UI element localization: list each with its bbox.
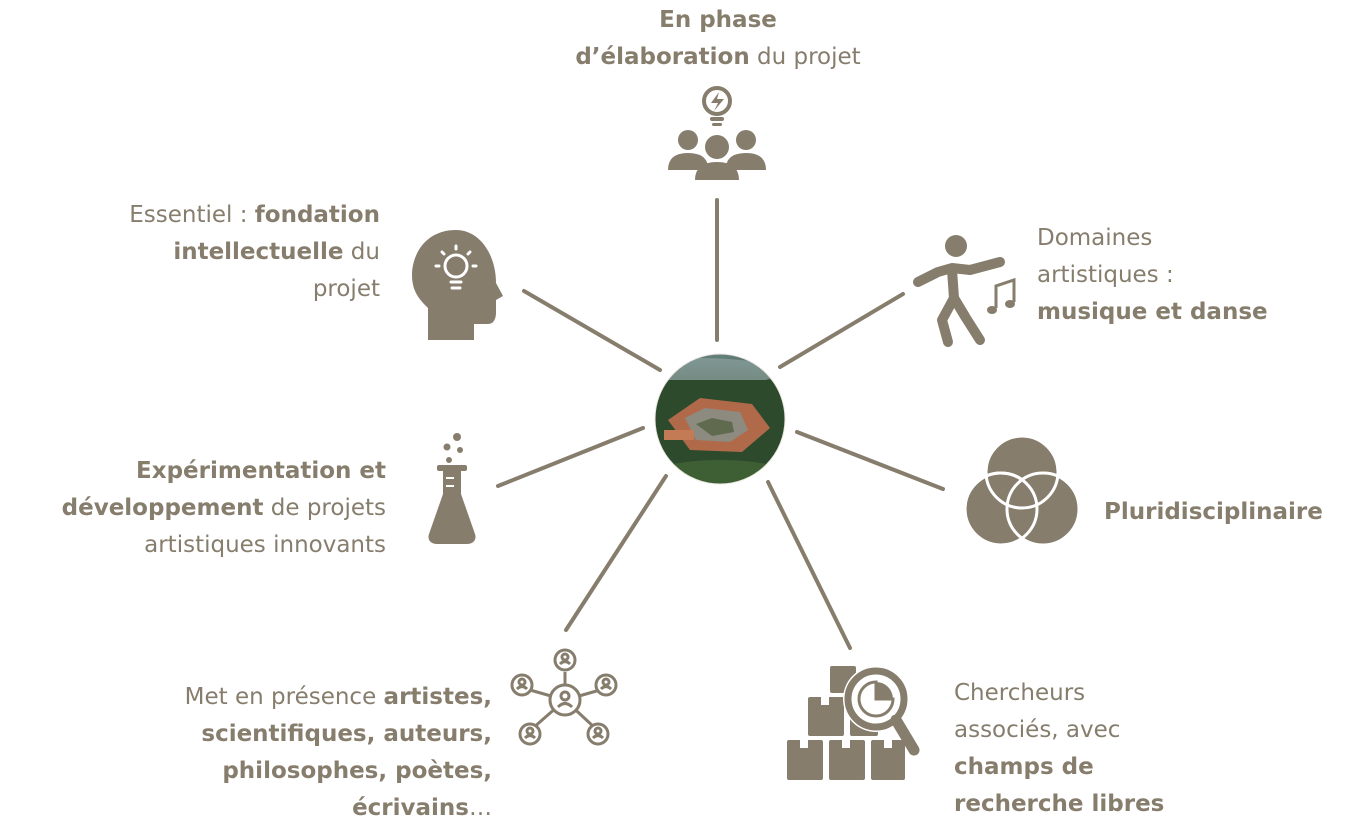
label-top-right-line-2: artistiques : (1037, 262, 1174, 288)
label-bottom-left-line-2: scientifiques, auteurs, (201, 721, 492, 747)
connector-top-left (522, 289, 662, 372)
label-mid-right-line-1: Pluridisciplinaire (1104, 499, 1323, 525)
lab-flask-icon (428, 433, 476, 544)
label-top-right-line-3: musique et danse (1037, 299, 1268, 325)
label-mid-left-line-1: Expérimentation et (136, 458, 386, 484)
label-top-right-line-1: Domaines (1037, 225, 1153, 251)
connector-bottom-left (564, 474, 668, 632)
label-bottom-right-line-4: recherche libres (954, 791, 1165, 817)
connector-bottom-right (766, 480, 852, 650)
label-bottom-left: Met en présence artistes, scientifiques,… (100, 679, 492, 827)
label-bottom-right-line-2: associés, avec (954, 717, 1121, 743)
label-top-left-line-2: intellectuelle du (173, 239, 380, 265)
label-top-left-line-1: Essentiel : fondation (129, 202, 380, 228)
connector-lines (496, 198, 945, 650)
label-top-right: Domaines artistiques : musique et danse (1037, 220, 1337, 331)
label-bottom-right-line-3: champs de (954, 754, 1094, 780)
center-photo (654, 353, 786, 485)
boxes-magnifier-chart-icon (787, 666, 920, 780)
label-top-line-1: En phase (659, 7, 777, 33)
connector-top-right (778, 292, 905, 369)
label-top-left: Essentiel : fondation intellectuelle du … (40, 197, 380, 308)
connector-mid-left (496, 426, 645, 488)
label-mid-right: Pluridisciplinaire (1104, 494, 1354, 531)
people-with-lightbulb-icon (668, 86, 766, 180)
venn-circles-icon (963, 434, 1081, 547)
label-top-left-line-3: projet (312, 276, 380, 302)
label-bottom-left-line-3: philosophes, poètes, (222, 758, 492, 784)
label-bottom-left-line-1: Met en présence artistes, (184, 684, 492, 710)
label-mid-left-line-2: développement de projets (61, 495, 386, 521)
head-with-lightbulb-icon (412, 230, 503, 340)
label-mid-left-line-3: artistiques innovants (144, 532, 386, 558)
label-top: En phase d’élaboration du projet (560, 2, 876, 76)
label-top-line-2: d’élaboration du projet (575, 44, 861, 70)
label-mid-left: Expérimentation et développement de proj… (0, 453, 386, 564)
label-bottom-left-line-4: écrivains… (352, 795, 492, 821)
label-bottom-right: Chercheurs associés, avec champs de rech… (954, 675, 1254, 823)
people-network-icon (510, 648, 618, 746)
dancer-with-music-note-icon (913, 235, 1016, 347)
connector-mid-right (795, 430, 945, 491)
label-bottom-right-line-1: Chercheurs (954, 680, 1086, 706)
